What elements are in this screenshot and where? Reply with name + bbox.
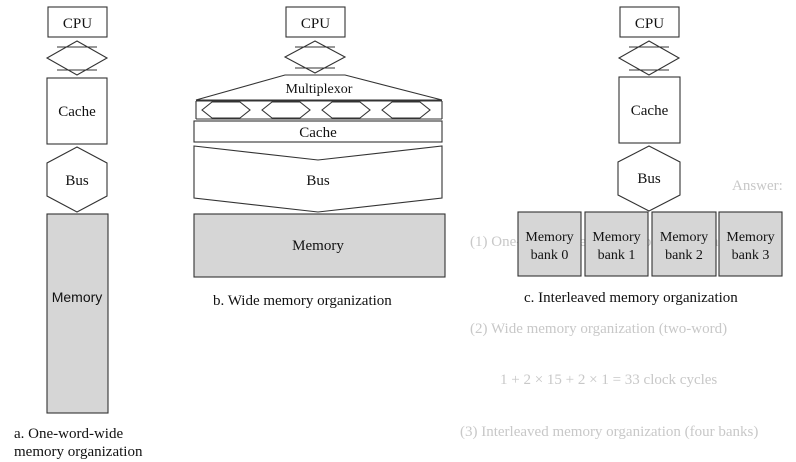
bleed-line-2: (2) Wide memory organization (two-word) bbox=[470, 321, 727, 337]
cache-label: Cache bbox=[631, 103, 669, 119]
cache-label: Cache bbox=[299, 125, 337, 141]
bus-label: Bus bbox=[306, 173, 330, 189]
cpu-label: CPU bbox=[301, 16, 330, 32]
memory-box bbox=[193, 213, 446, 278]
caption-b: b. Wide memory organization bbox=[213, 293, 392, 309]
caption-a-line1: a. One-word-wide bbox=[14, 426, 123, 442]
bleed-line-4: (3) Interleaved memory organization (fou… bbox=[460, 424, 758, 440]
cache-box bbox=[193, 120, 443, 143]
caption-a-line2: memory organization bbox=[14, 444, 143, 460]
cache-box bbox=[46, 77, 108, 145]
bus-label: Bus bbox=[637, 171, 661, 187]
bus-arrow bbox=[193, 145, 443, 213]
bank-label-line1: Memory bbox=[660, 230, 708, 245]
cpu-box bbox=[47, 6, 108, 38]
multiplexor-label: Multiplexor bbox=[286, 82, 353, 97]
multiplexor-trapezoid bbox=[195, 74, 443, 101]
memory-label: Memory bbox=[292, 238, 344, 254]
cpu-box bbox=[619, 6, 680, 38]
memory-box bbox=[46, 213, 109, 414]
cache-box bbox=[618, 76, 681, 144]
memory-bank-1: Memory bank 1 bbox=[584, 211, 649, 277]
bank-label-line2: bank 1 bbox=[598, 248, 636, 263]
bank-label-line1: Memory bbox=[726, 230, 774, 245]
diagram-wide-memory: CPU Multiplexor Cache Bus Memory b. Wide… bbox=[193, 6, 446, 309]
memory-bank-3: Memory bank 3 bbox=[718, 211, 783, 277]
diagram-interleaved: CPU Cache Bus Memory bank 0 Memory bank … bbox=[517, 6, 783, 306]
bleed-answer: Answer: bbox=[732, 178, 783, 194]
memory-label: Memory bbox=[52, 289, 103, 305]
bus-arrow bbox=[46, 146, 108, 213]
caption-c: c. Interleaved memory organization bbox=[524, 290, 738, 306]
cpu-label: CPU bbox=[635, 16, 664, 32]
cpu-mux-link-arrow bbox=[283, 40, 347, 74]
bus-label: Bus bbox=[65, 173, 89, 189]
memory-bank-0: Memory bank 0 bbox=[517, 211, 582, 277]
cache-label: Cache bbox=[58, 104, 96, 120]
word-link-arrows bbox=[195, 100, 443, 120]
bleed-line-3: 1 + 2 × 15 + 2 × 1 = 33 clock cycles bbox=[500, 372, 717, 388]
bus-arrow bbox=[617, 145, 681, 212]
cpu-cache-link-arrow bbox=[617, 40, 681, 76]
cpu-box bbox=[285, 6, 346, 38]
bank-label-line1: Memory bbox=[525, 230, 573, 245]
memory-bank-2: Memory bank 2 bbox=[651, 211, 717, 277]
bank-label-line2: bank 0 bbox=[531, 248, 569, 263]
cpu-label: CPU bbox=[63, 16, 92, 32]
diagram-one-word-wide: CPU Cache Bus Memory a. One-word-wide me… bbox=[14, 6, 143, 460]
cpu-cache-link-arrow bbox=[45, 40, 109, 76]
bank-label-line1: Memory bbox=[592, 230, 640, 245]
bank-label-line2: bank 3 bbox=[732, 248, 770, 263]
bank-label-line2: bank 2 bbox=[665, 248, 703, 263]
